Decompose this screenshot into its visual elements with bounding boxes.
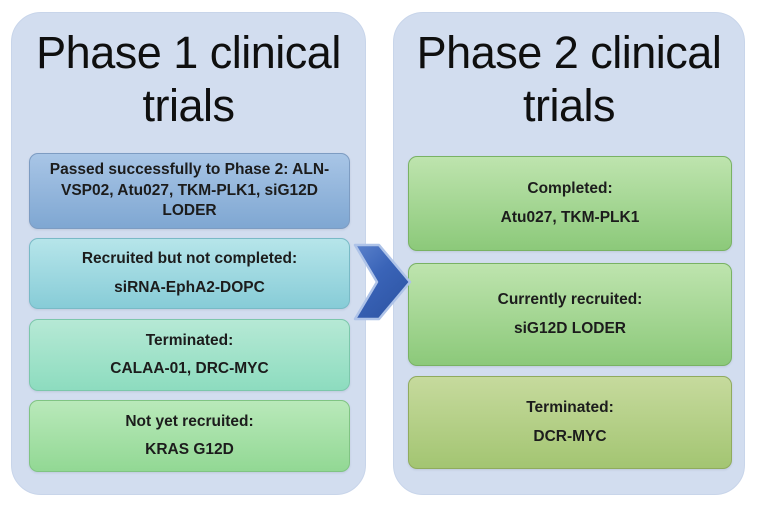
phase-1-panel: Phase 1 clinical trials Passed successfu…	[11, 12, 366, 495]
box-text: Passed successfully to Phase 2: ALN-VSP0…	[49, 160, 330, 220]
box-label: Terminated:	[145, 331, 234, 349]
box-items: Atu027, TKM-PLK1	[500, 208, 640, 226]
box-items: siRNA-EphA2-DOPC	[114, 278, 265, 296]
box-items: CALAA-01, DRC-MYC	[110, 360, 269, 377]
box-label: Recruited but not completed:	[81, 250, 298, 268]
status-box-terminated-phase2: Terminated: DCR-MYC	[408, 376, 732, 469]
phase-1-title: Phase 1 clinical trials	[36, 27, 341, 131]
phase-transition-chevron-arrow-icon	[353, 243, 412, 321]
box-label: Currently recruited:	[497, 291, 643, 309]
box-items: siG12D LODER	[514, 319, 626, 337]
box-items: DCR-MYC	[533, 427, 607, 445]
status-box-passed-to-phase-2: Passed successfully to Phase 2: ALN-VSP0…	[29, 153, 350, 229]
status-box-currently-recruited: Currently recruited: siG12D LODER	[408, 263, 732, 366]
box-label: Terminated:	[526, 399, 614, 417]
box-label: Completed:	[527, 180, 613, 198]
box-items: KRAS G12D	[145, 441, 234, 458]
box-label: Not yet recruited:	[125, 412, 254, 430]
phase-2-panel: Phase 2 clinical trials Completed: Atu02…	[393, 12, 745, 495]
status-box-recruited-not-completed: Recruited but not completed: siRNA-EphA2…	[29, 238, 350, 309]
status-box-terminated-phase1: Terminated: CALAA-01, DRC-MYC	[29, 319, 350, 391]
status-box-not-yet-recruited: Not yet recruited: KRAS G12D	[29, 400, 350, 472]
phase-2-title: Phase 2 clinical trials	[416, 27, 722, 131]
status-box-completed: Completed: Atu027, TKM-PLK1	[408, 156, 732, 251]
